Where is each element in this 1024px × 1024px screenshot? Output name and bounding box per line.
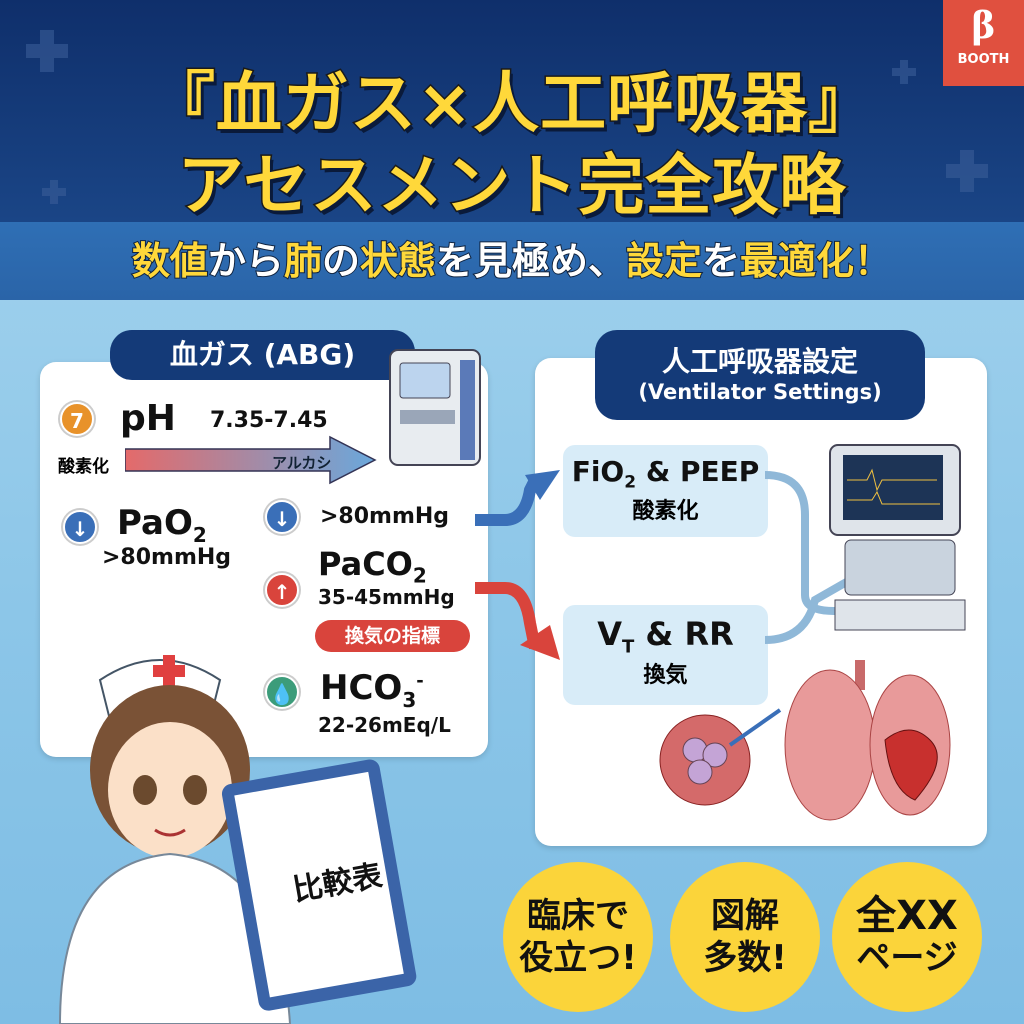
fio2-peep-caption: 酸素化 bbox=[632, 498, 699, 524]
ph-left-label: 酸素化 bbox=[58, 457, 109, 477]
subtitle-segment: 設定 bbox=[625, 238, 703, 284]
pao2-label: PaO2 bbox=[117, 503, 207, 547]
pao2-range: >80mmHg bbox=[102, 545, 232, 570]
ph-range: 7.35-7.45 bbox=[210, 408, 328, 433]
decorative-crosses bbox=[26, 30, 988, 204]
arrow-down-icon: ↓ bbox=[265, 500, 299, 534]
water-drop-icon: 💧 bbox=[265, 675, 299, 709]
mid-range: >80mmHg bbox=[320, 504, 450, 529]
arrow-down-icon: ↓ bbox=[63, 510, 97, 544]
subtitle-segment: 数値 bbox=[131, 238, 209, 284]
hco3-label: HCO3- bbox=[320, 668, 424, 712]
paco2-label: PaCO2 bbox=[318, 545, 427, 588]
hco3-range: 22-26mEq/L bbox=[318, 713, 451, 737]
subtitle-segment: を見極め、 bbox=[435, 238, 627, 284]
subtitle-segment: 最適化！ bbox=[739, 238, 893, 284]
paco2-tag: 換気の指標 bbox=[315, 620, 470, 652]
badge-illustrations: 図解多数! bbox=[670, 862, 820, 1012]
subtitle-segment: 肺 bbox=[283, 238, 323, 284]
vt-rr-caption: 換気 bbox=[643, 663, 688, 689]
ph-right-label: アルカシ bbox=[272, 454, 332, 472]
ph-gradient-arrow bbox=[125, 435, 377, 485]
fio2-peep-box: FiO2 & PEEP 酸素化 bbox=[563, 445, 768, 537]
subtitle-segment: から bbox=[207, 238, 285, 284]
vt-rr-box: VT & RR 換気 bbox=[563, 605, 768, 705]
title-line-2: アセスメント完全攻略 bbox=[176, 146, 847, 226]
badge-clinical: 臨床で役立つ! bbox=[503, 862, 653, 1012]
arrow-up-icon: ↑ bbox=[265, 573, 299, 607]
abg-title: 血ガス (ABG) bbox=[110, 330, 415, 380]
booth-logo-mark: β bbox=[971, 5, 996, 47]
ventilator-title-en: (Ventilator Settings) bbox=[638, 380, 882, 404]
ventilator-title-jp: 人工呼吸器設定 bbox=[661, 345, 858, 378]
title-line-1: 『血ガス×人工呼吸器』 bbox=[147, 64, 876, 144]
ventilator-and-lungs-illustration bbox=[765, 444, 966, 821]
ventilator-title: 人工呼吸器設定 (Ventilator Settings) bbox=[595, 330, 925, 420]
alveoli-illustration bbox=[659, 708, 782, 806]
subtitle-segment: の bbox=[321, 238, 361, 284]
ph-label: pH bbox=[120, 398, 176, 439]
nurse-illustration bbox=[58, 655, 417, 1024]
booth-logo-text: BOOTH bbox=[957, 52, 1010, 67]
vt-rr-label: VT & RR bbox=[597, 615, 734, 658]
connector-arrows bbox=[475, 470, 560, 660]
booth-logo[interactable]: β BOOTH bbox=[943, 0, 1024, 86]
subtitle-segment: を bbox=[701, 238, 741, 284]
ph-icon: 7 bbox=[60, 402, 94, 436]
subtitle-segment: 状態 bbox=[359, 238, 437, 284]
fio2-peep-label: FiO2 & PEEP bbox=[571, 455, 760, 493]
blood-gas-analyzer-illustration bbox=[389, 349, 481, 466]
subtitle-banner: 数値から肺の状態を見極め、設定を最適化！ bbox=[0, 222, 1024, 300]
header-banner: 『血ガス×人工呼吸器』 アセスメント完全攻略 bbox=[0, 0, 1024, 226]
paco2-range: 35-45mmHg bbox=[318, 585, 455, 609]
